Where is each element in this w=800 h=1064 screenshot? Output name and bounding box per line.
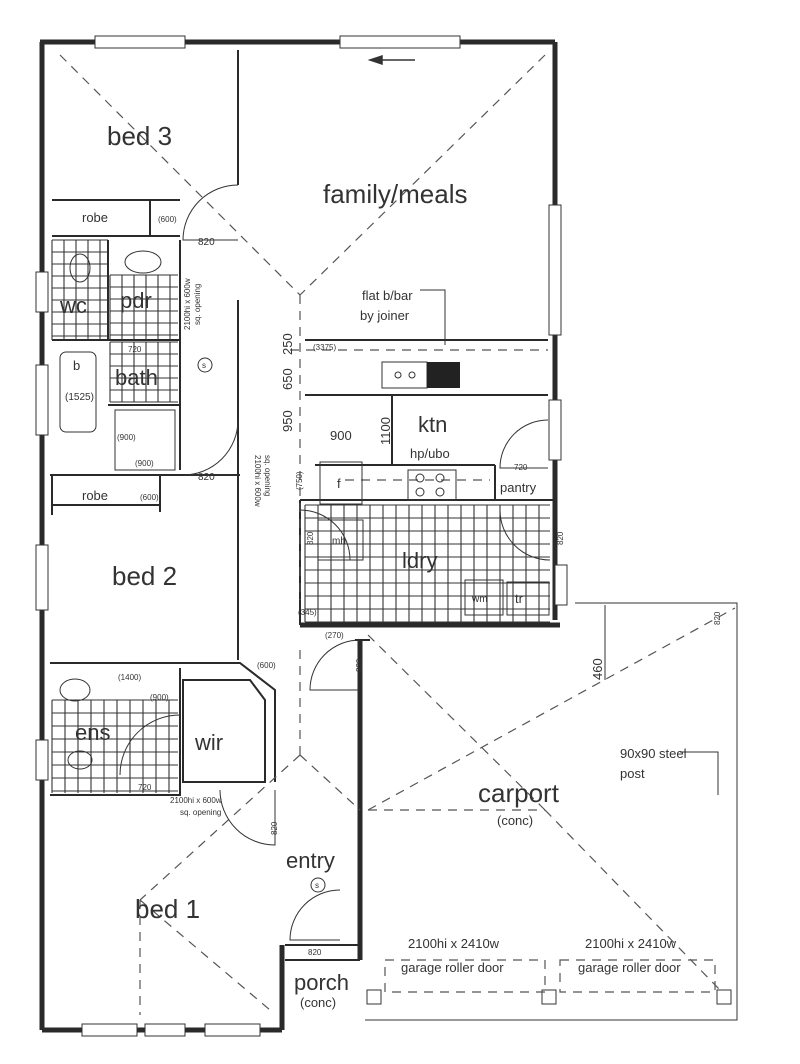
note-text: by joiner bbox=[360, 308, 410, 323]
note-text: flat b/bar bbox=[362, 288, 413, 303]
smoke-detector-label: s bbox=[202, 361, 206, 370]
roof-lines bbox=[59, 54, 548, 1015]
note-text: sq. opening bbox=[263, 455, 272, 496]
room-label-robe: robe bbox=[82, 210, 108, 225]
note-text: 2100hi x 600w bbox=[170, 796, 222, 805]
dimension-label: 650 bbox=[280, 368, 295, 390]
dimension-label: (900) bbox=[135, 459, 154, 468]
dimension-label: 720 bbox=[128, 345, 142, 354]
note-text: 2100hi x 2410w bbox=[408, 936, 500, 951]
dimension-label: (345) bbox=[298, 608, 317, 617]
room-label-pdr: pdr bbox=[120, 288, 152, 313]
arrow-icon bbox=[367, 54, 415, 66]
bath-tub-label: b bbox=[73, 358, 80, 373]
room-label-bed3: bed 3 bbox=[107, 121, 172, 151]
fixture-label: tr bbox=[515, 591, 524, 606]
note-text: garage roller door bbox=[578, 960, 681, 975]
note-text: post bbox=[620, 766, 645, 781]
room-label-wir: wir bbox=[194, 730, 223, 755]
carport-outline bbox=[365, 602, 738, 1021]
room-label-ens: ens bbox=[75, 720, 110, 745]
dimension-label: 820 bbox=[556, 531, 565, 545]
fixture-label: mh bbox=[332, 536, 346, 547]
note-text: sq. opening bbox=[180, 808, 221, 817]
dimension-label: 820 bbox=[198, 472, 215, 483]
dimension-label: (600) bbox=[140, 493, 159, 502]
dimension-label: (600) bbox=[158, 215, 177, 224]
room-label-bed1: bed 1 bbox=[135, 894, 200, 924]
dimension-label: 250 bbox=[280, 333, 295, 355]
dimension-label: (750) bbox=[295, 471, 304, 490]
dimension-label: (270) bbox=[325, 631, 344, 640]
dimension-label: (1525) bbox=[65, 392, 94, 403]
room-label-ldry: ldry bbox=[402, 548, 437, 573]
fridge-label: f bbox=[337, 476, 341, 491]
room-label-family-meals: family/meals bbox=[323, 179, 467, 209]
dimension-label: 820 bbox=[355, 658, 364, 672]
dimension-label: (900) bbox=[117, 433, 136, 442]
dimension-label: 820 bbox=[713, 611, 722, 625]
dimension-label: 720 bbox=[514, 463, 528, 472]
smoke-detectors bbox=[197, 357, 326, 893]
dimension-label: 950 bbox=[280, 410, 295, 432]
dimension-label: 820 bbox=[270, 821, 279, 835]
note-text: sq. opening bbox=[193, 284, 202, 325]
room-sub-label: hp/ubo bbox=[410, 446, 450, 461]
doors bbox=[119, 184, 551, 941]
room-label-porch: porch bbox=[294, 970, 349, 995]
dimension-label: (1400) bbox=[118, 673, 141, 682]
note-text: 2100hi x 600w bbox=[183, 278, 192, 330]
fixtures bbox=[59, 250, 550, 770]
note-text: garage roller door bbox=[401, 960, 504, 975]
dimension-label: 720 bbox=[138, 783, 152, 792]
dimension-label: (3375) bbox=[313, 343, 336, 352]
room-sub-label: (conc) bbox=[300, 995, 336, 1010]
dimension-label: 820 bbox=[306, 531, 315, 545]
room-label-pantry: pantry bbox=[500, 480, 537, 495]
room-label-bath: bath bbox=[115, 365, 158, 390]
room-label-wc: wc bbox=[59, 293, 87, 318]
windows bbox=[35, 35, 568, 1037]
dimension-label: 1100 bbox=[378, 417, 393, 445]
leader-line bbox=[420, 289, 446, 345]
dimension-label: (600) bbox=[257, 661, 276, 670]
dimension-label: 900 bbox=[330, 428, 352, 443]
room-label-robe-2: robe bbox=[82, 488, 108, 503]
note-text: 2100hi x 600w bbox=[253, 455, 262, 507]
labels: bed 3 family/meals robe (600) wc pdr bat… bbox=[59, 121, 722, 1010]
room-label-carport: carport bbox=[478, 778, 560, 808]
dimension-label: 820 bbox=[308, 948, 322, 957]
leader-line bbox=[680, 751, 719, 795]
note-text: 2100hi x 2410w bbox=[585, 936, 677, 951]
room-label-entry: entry bbox=[286, 848, 335, 873]
fixture-label: wm bbox=[471, 594, 488, 605]
room-label-bed2: bed 2 bbox=[112, 561, 177, 591]
dimension-label: 820 bbox=[198, 237, 215, 248]
room-sub-label: (conc) bbox=[497, 813, 533, 828]
smoke-detector-label: s bbox=[315, 881, 319, 890]
dimension-label: 460 bbox=[590, 658, 605, 680]
room-label-ktn: ktn bbox=[418, 412, 447, 437]
dimension-label: (900) bbox=[150, 693, 169, 702]
note-text: 90x90 steel bbox=[620, 746, 687, 761]
